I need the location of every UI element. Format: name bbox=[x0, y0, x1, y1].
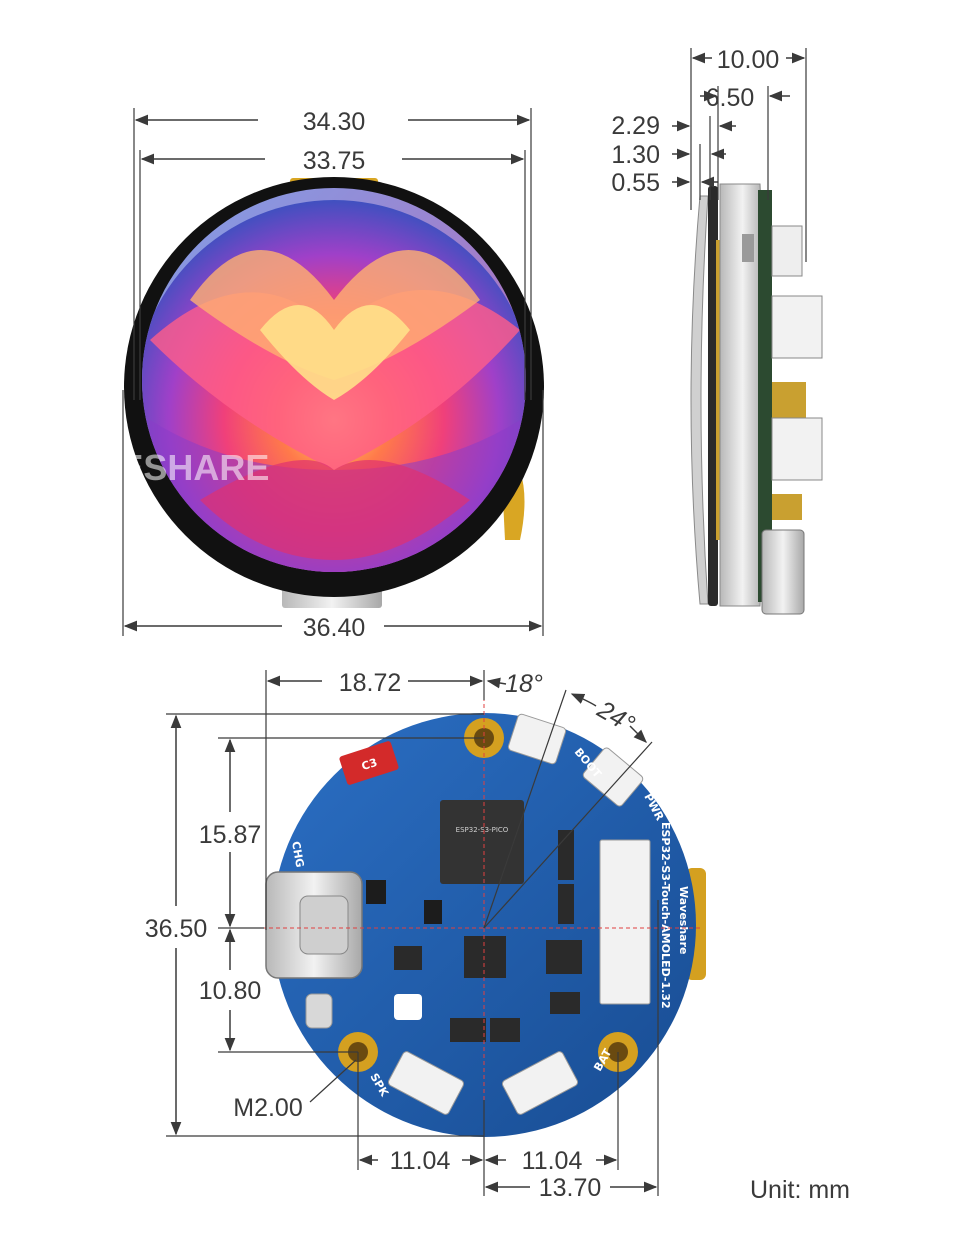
dim-side-total: 10.00 bbox=[717, 46, 780, 74]
dim-back-v-bottom: 10.80 bbox=[199, 977, 262, 1005]
dim-back-angle-a: 18° bbox=[505, 670, 543, 698]
watermark: WAVESHARE bbox=[40, 447, 269, 488]
side-connector-3 bbox=[771, 417, 823, 481]
side-speaker bbox=[772, 382, 806, 418]
silk-board-name: ESP32-S3-Touch-AMOLED-1.32 bbox=[659, 822, 672, 1009]
pwr-button bbox=[582, 747, 644, 807]
dim-side-d3: 0.55 bbox=[611, 169, 660, 197]
display-screen bbox=[142, 188, 526, 572]
dim-side-d1: 2.29 bbox=[611, 112, 660, 140]
dim-back-h-bl: 11.04 bbox=[390, 1147, 451, 1175]
dim-front-width-inner: 33.75 bbox=[303, 147, 366, 175]
side-usb-port bbox=[761, 529, 805, 615]
dim-front-width-total: 36.40 bbox=[303, 614, 366, 642]
back-view: ESP32-S3-PICO C3 BOOT PWR ESP32-S3-Touch… bbox=[145, 669, 706, 1202]
side-connector-2 bbox=[771, 295, 823, 359]
dim-front-width-outer: 34.30 bbox=[303, 108, 366, 136]
unit-label: Unit: mm bbox=[750, 1176, 850, 1204]
dim-back-h-br: 11.04 bbox=[522, 1147, 583, 1175]
fpc-connector bbox=[599, 839, 651, 1005]
chip-label: ESP32-S3-PICO bbox=[456, 826, 509, 834]
microphone bbox=[305, 993, 333, 1029]
dim-back-hole: M2.00 bbox=[233, 1094, 302, 1122]
ic-center bbox=[464, 936, 506, 978]
side-connector-1 bbox=[771, 225, 803, 277]
front-view: WAVESHARE 34.30 33.75 36.40 bbox=[40, 108, 544, 642]
boot-button bbox=[507, 713, 567, 765]
silk-chg: CHG bbox=[289, 840, 306, 868]
waveshare-logo bbox=[394, 994, 422, 1020]
spk-connector bbox=[387, 1051, 465, 1115]
dim-back-h-left: 18.72 bbox=[339, 669, 402, 697]
dim-back-h-right: 13.70 bbox=[539, 1174, 602, 1202]
side-view: 10.00 6.50 2.29 1.30 0.55 bbox=[611, 46, 823, 615]
dim-back-v-total: 36.50 bbox=[145, 915, 208, 943]
dim-side-d2: 1.30 bbox=[611, 141, 660, 169]
c3-component bbox=[339, 741, 399, 785]
bat-connector bbox=[501, 1051, 579, 1115]
esp32-chip bbox=[440, 800, 524, 884]
silk-c3: C3 bbox=[360, 756, 379, 773]
dim-back-angle-b: 24° bbox=[592, 695, 640, 739]
dim-back-v-top: 15.87 bbox=[199, 821, 262, 849]
dim-side-board: 6.50 bbox=[706, 84, 755, 112]
silk-brand: Waveshare bbox=[677, 886, 690, 954]
